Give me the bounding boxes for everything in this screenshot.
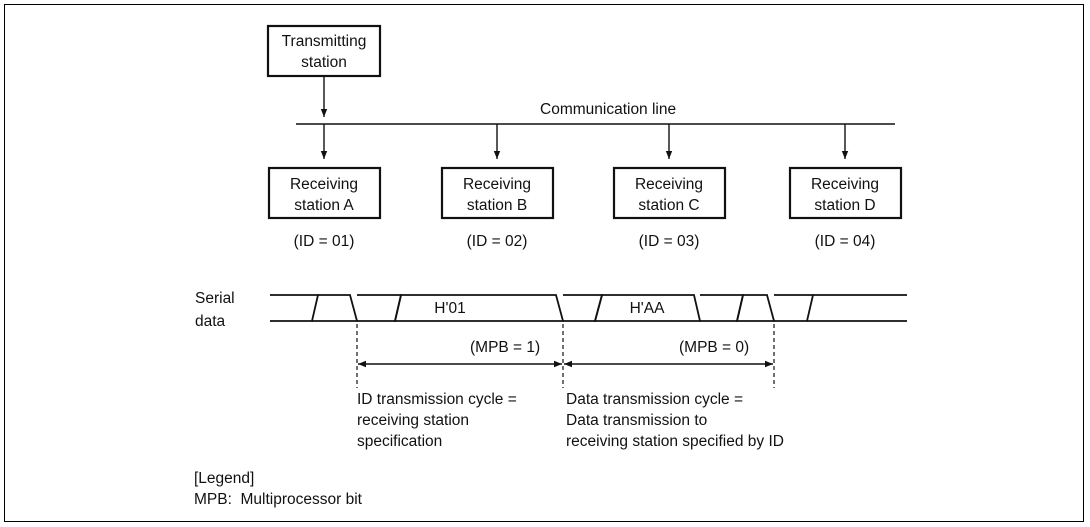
mpb-1-label: (MPB = 1) (470, 339, 540, 356)
receiving-station-d-line1: Receiving (811, 176, 879, 193)
receiving-station-b-line1: Receiving (463, 176, 531, 193)
receiving-station-a-id: (ID = 01) (294, 233, 355, 250)
receiving-station-d: Receiving station D (ID = 04) (788, 166, 903, 250)
receiving-station-a-box (267, 166, 382, 220)
serial-data-label-line1: Serial (195, 290, 235, 307)
waveform-gap-3 (700, 294, 745, 322)
data-cycle-desc-line1: Data transmission cycle = (566, 391, 743, 408)
receiving-station-c-box (612, 166, 727, 220)
waveform-idle-end (807, 294, 907, 322)
waveform-frame-h01 (393, 294, 565, 322)
receiving-station-c-line2: station C (638, 197, 699, 214)
waveform-start-bit (312, 294, 359, 322)
receiving-station-c: Receiving station C (ID = 03) (612, 166, 727, 250)
receiving-station-b-box (440, 166, 555, 220)
waveform-mpb-bit (735, 294, 776, 322)
transmitting-station-label-line1: Transmitting (282, 33, 367, 50)
frame-haa-label: H'AA (630, 300, 665, 317)
mpb-0-label: (MPB = 0) (679, 339, 749, 356)
receiving-station-b-id: (ID = 02) (467, 233, 528, 250)
waveform-gap-1 (357, 294, 403, 322)
transmitting-station: Transmitting station (266, 24, 382, 78)
communication-line-label: Communication line (540, 101, 676, 118)
receiving-station-b: Receiving station B (ID = 02) (440, 166, 555, 250)
id-cycle-desc-line2: receiving station (357, 412, 469, 429)
serial-waveform: H'01 H'AA (270, 294, 907, 322)
legend-entry-mpb: MPB: Multiprocessor bit (194, 491, 363, 508)
diagram-frame (4, 4, 1084, 522)
transmitting-station-box (266, 24, 382, 78)
id-cycle-desc-line1: ID transmission cycle = (357, 391, 517, 408)
receiving-station-c-line1: Receiving (635, 176, 703, 193)
data-cycle-desc-line2: Data transmission to (566, 412, 707, 429)
transmitting-station-label-line2: station (301, 54, 347, 71)
receiving-station-d-box (788, 166, 903, 220)
waveform-idle-segment (270, 294, 320, 322)
receiving-station-a: Receiving station A (ID = 01) (267, 166, 382, 250)
receiving-station-d-line2: station D (814, 197, 875, 214)
frame-h01-label: H'01 (434, 300, 465, 317)
serial-data-label-line2: data (195, 313, 226, 330)
receiving-station-b-line2: station B (467, 197, 527, 214)
receiving-station-a-line1: Receiving (290, 176, 358, 193)
receiving-station-d-id: (ID = 04) (815, 233, 876, 250)
receiving-station-c-id: (ID = 03) (639, 233, 700, 250)
receiving-station-a-line2: station A (294, 197, 354, 214)
id-cycle-desc-line3: specification (357, 433, 442, 450)
data-cycle-desc-line3: receiving station specified by ID (566, 433, 784, 450)
legend-title: [Legend] (194, 470, 254, 487)
waveform-stop-bit (774, 294, 815, 322)
